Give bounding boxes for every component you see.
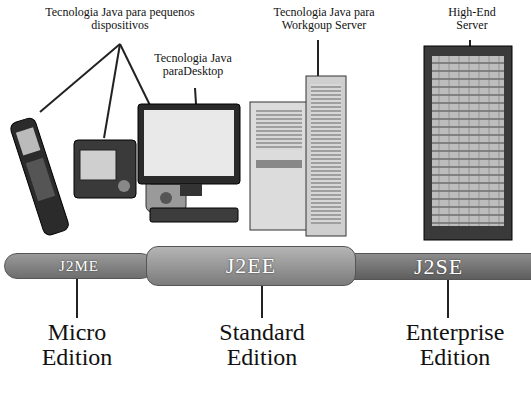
illustration-part — [424, 46, 512, 240]
illustration-part — [256, 160, 302, 168]
camera-icon — [74, 140, 136, 198]
illustration-part — [16, 127, 41, 155]
illustration-part — [104, 44, 120, 138]
illustration-part — [76, 278, 78, 318]
illustration-part — [138, 104, 240, 184]
edition-code: J2ME — [59, 258, 99, 275]
illustration-part — [40, 44, 120, 112]
illustration-part — [447, 280, 449, 318]
illustration-part — [256, 110, 302, 150]
illustration-part — [261, 286, 263, 318]
workgroup-server — [250, 40, 346, 236]
illustration-part — [9, 116, 70, 236]
illustration-part — [432, 56, 504, 226]
edition-band: J2EE — [146, 246, 356, 286]
illustration-part — [74, 140, 136, 198]
illustration-part — [469, 40, 471, 46]
device-caption: High-End Server — [432, 6, 512, 31]
edition-code: J2SE — [414, 254, 463, 280]
illustration-part — [150, 208, 238, 222]
high-end-server — [424, 40, 512, 240]
edition-band: J2SE — [345, 253, 531, 280]
illustration-part — [118, 180, 130, 192]
desktop-computer — [138, 88, 240, 222]
illustration-part — [80, 150, 116, 180]
illustration-part — [144, 110, 234, 176]
edition-name: Enterprise Edition — [390, 320, 520, 370]
illustration-part — [160, 192, 172, 204]
illustration-part — [311, 84, 341, 224]
illustration-part — [306, 76, 346, 236]
phone-icon — [9, 116, 70, 236]
device-caption: Tecnologia Java para pequenos dispositiv… — [30, 6, 210, 31]
edition-name: Micro Edition — [12, 320, 142, 370]
device-caption: Tecnologia Java paraDesktop — [138, 52, 248, 77]
edition-band: J2ME — [4, 253, 154, 279]
illustration-part — [317, 40, 319, 76]
illustration-part — [180, 184, 202, 196]
edition-code: J2EE — [226, 253, 276, 279]
edition-name: Standard Edition — [192, 320, 332, 370]
illustration-part — [26, 158, 55, 202]
illustration-part — [195, 88, 196, 104]
illustration-part — [250, 102, 308, 230]
device-caption: Tecnologia Java para Workgoup Server — [254, 6, 394, 31]
